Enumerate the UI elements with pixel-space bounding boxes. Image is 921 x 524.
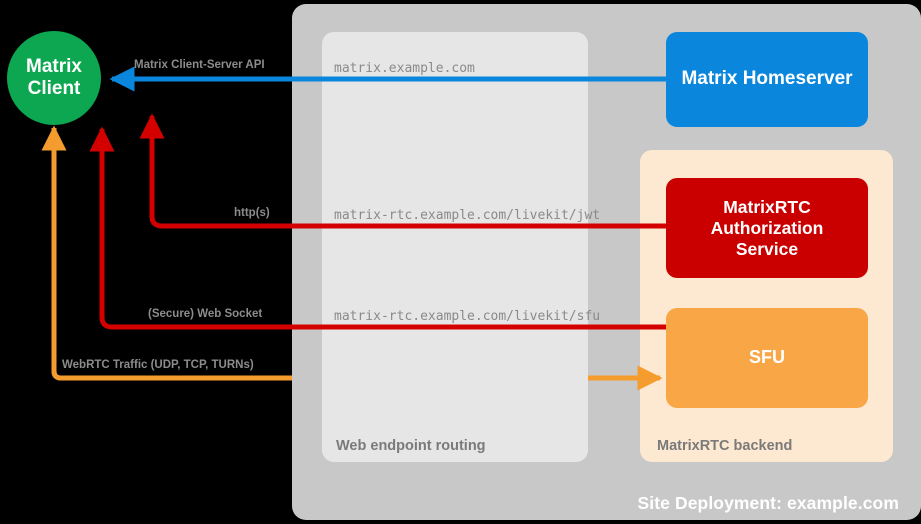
endpoint-livekit-jwt: matrix-rtc.example.com/livekit/jwt [334, 208, 601, 223]
node-auth-line3: Service [735, 238, 799, 259]
node-auth-line2: Authorization [710, 217, 824, 238]
node-sfu[interactable]: SFU [666, 308, 868, 408]
node-matrix-client-line1: Matrix [26, 55, 82, 77]
node-auth-line1: MatrixRTC [723, 196, 811, 217]
web-endpoint-routing-container [322, 32, 588, 462]
node-sfu-label: SFU [749, 347, 785, 368]
site-deployment-label: Site Deployment: example.com [637, 493, 899, 513]
endpoint-livekit-sfu: matrix-rtc.example.com/livekit/sfu [334, 309, 601, 324]
web-endpoint-routing-label: Web endpoint routing [336, 438, 486, 454]
node-matrixrtc-authorization-service[interactable]: MatrixRTC Authorization Service [666, 178, 868, 278]
node-matrix-client-line2: Client [27, 78, 81, 99]
node-matrix-client[interactable]: Matrix Client [7, 31, 101, 125]
webrtc-link-left [51, 128, 292, 381]
edge-label-matrix-client-server-api: Matrix Client-Server API [134, 59, 265, 71]
matrixrtc-backend-label: MatrixRTC backend [657, 438, 793, 454]
endpoint-matrix-example-com: matrix.example.com [334, 61, 475, 76]
edge-label-http: http(s) [234, 207, 270, 219]
edge-label-webrtc-traffic: WebRTC Traffic (UDP, TCP, TURNs) [62, 359, 254, 371]
edge-label-secure-websocket: (Secure) Web Socket [148, 308, 263, 320]
node-matrix-homeserver[interactable]: Matrix Homeserver [666, 32, 868, 127]
node-matrix-homeserver-label: Matrix Homeserver [681, 68, 853, 90]
